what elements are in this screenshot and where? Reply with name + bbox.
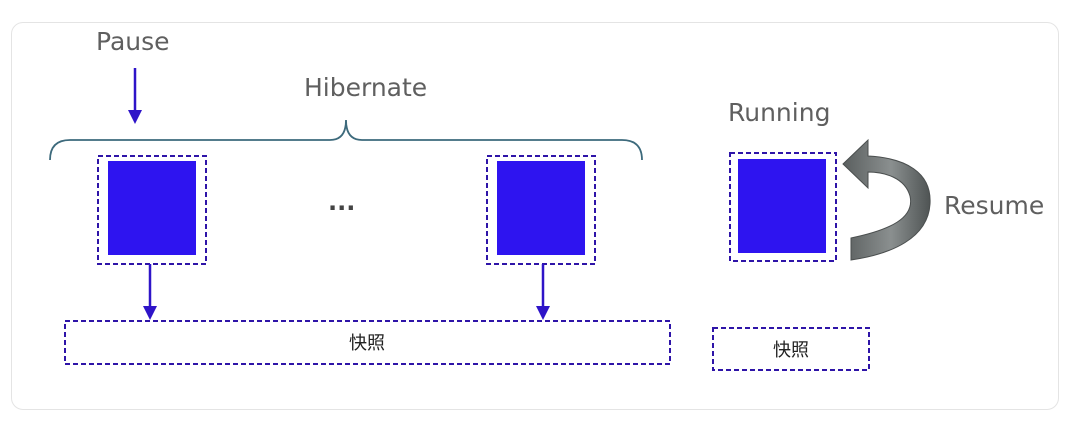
vm-block-left: [97, 155, 207, 265]
resume-label: Resume: [944, 191, 1044, 220]
ellipsis-label: ...: [328, 188, 355, 216]
snapshot-arrow-middle: [536, 264, 550, 320]
resume-arrow-icon: [842, 138, 931, 261]
hibernate-brace: [49, 119, 643, 161]
snapshot-box-right: 快照: [712, 327, 870, 371]
hibernate-label: Hibernate: [304, 73, 427, 102]
running-label: Running: [728, 98, 830, 127]
snapshot-box-left: 快照: [64, 320, 671, 365]
vm-block-running: [729, 152, 837, 262]
vm-block-middle: [486, 155, 596, 265]
snapshot-label-left: 快照: [349, 333, 385, 354]
snapshot-arrow-left: [143, 264, 157, 320]
snapshot-label-right: 快照: [773, 340, 809, 361]
pause-label: Pause: [96, 27, 170, 56]
pause-arrow: [128, 68, 142, 124]
